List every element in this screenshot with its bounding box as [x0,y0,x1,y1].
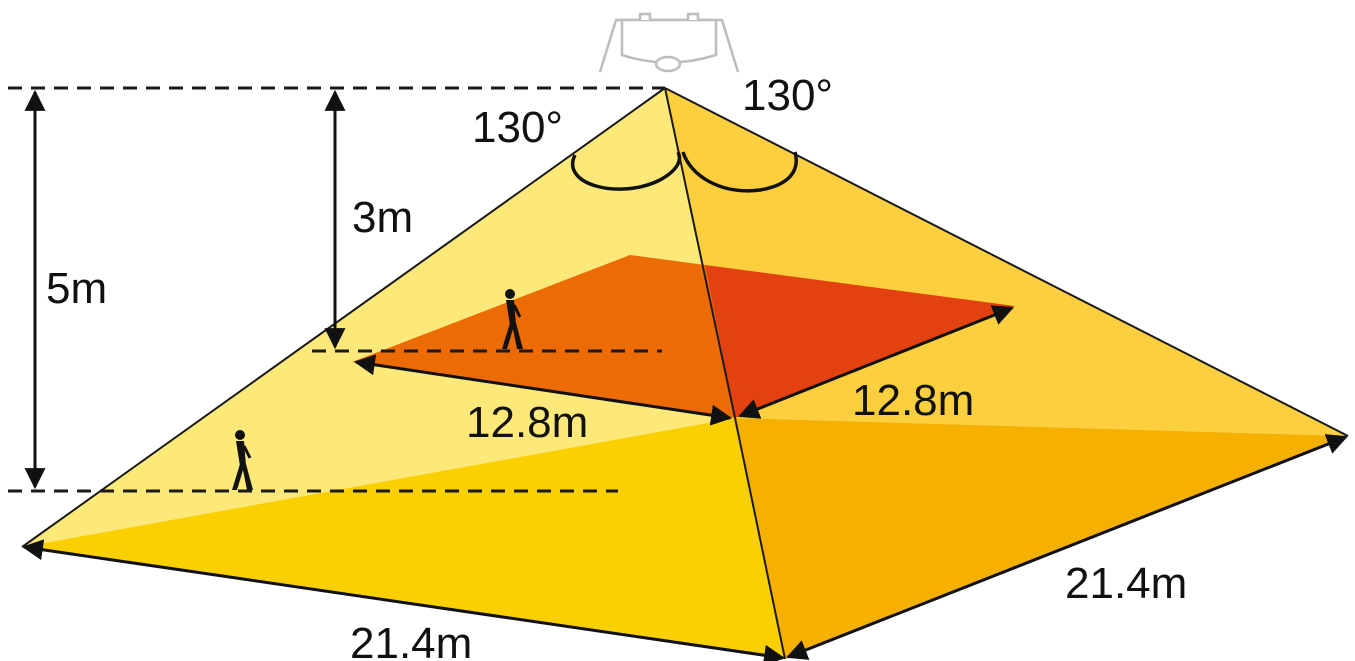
left-cone-face [22,88,735,547]
upper-height-label: 3m [352,193,413,242]
upper-front-width-arrow [353,354,733,426]
walking-person-icon [232,430,253,490]
angle-label-left: 130° [472,103,563,152]
floor-detection-right [735,418,1348,659]
angle-label-right: 130° [742,71,833,120]
upper-front-width-label: 12.8m [466,398,588,447]
angle-arc-left [571,151,682,191]
upper-side-width-arrow [738,305,1014,419]
walking-person-icon [502,289,523,349]
reference-dashed-lines [8,86,665,493]
lower-front-width-label: 21.4m [350,619,472,661]
ceiling-sensor-icon [598,12,740,73]
upper-side-width-label: 12.8m [852,376,974,425]
total-height-label: 5m [46,264,107,313]
lower-front-width-arrow [21,539,786,661]
lower-side-width-arrow [786,434,1348,660]
lower-side-width-label: 21.4m [1065,559,1187,608]
angle-arc-right [681,151,798,193]
